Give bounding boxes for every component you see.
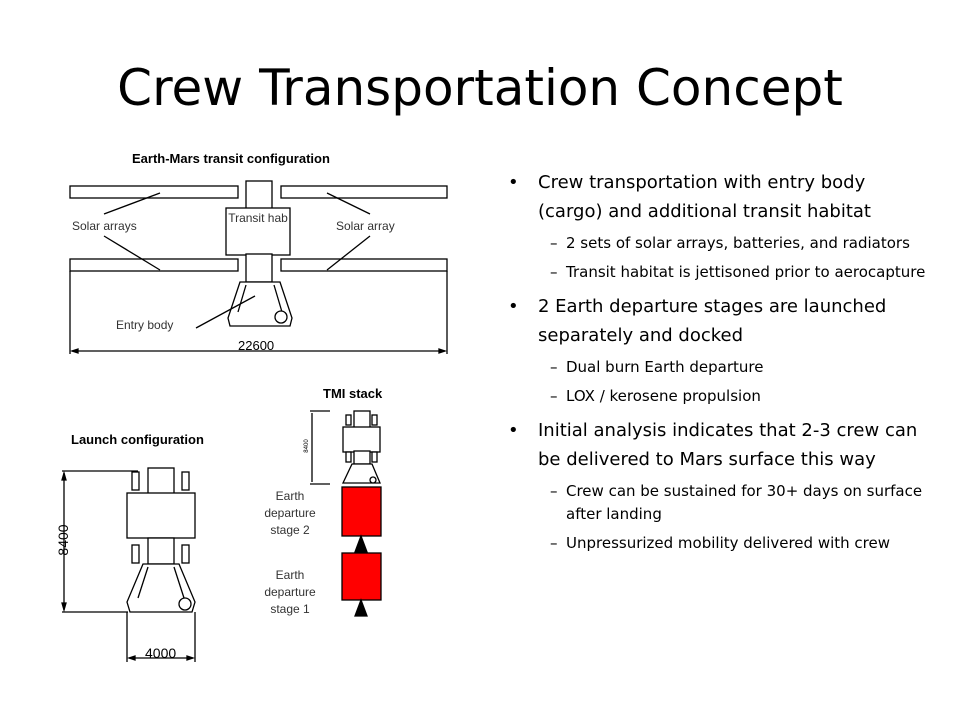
solar-panel-bottom-right [280, 258, 448, 272]
tmi-stack-drawing [310, 410, 382, 617]
departure-stage-2 [341, 486, 382, 537]
launch-config-label: Launch configuration [71, 432, 204, 447]
transit-config-label: Earth-Mars transit configuration [132, 151, 330, 166]
launch-width-dimension: 4000 [145, 645, 177, 661]
hab-lower-section [245, 253, 273, 283]
launch-height-dimension: 8400 [55, 524, 71, 556]
bullet-1-sub-1: 2 sets of solar arrays, batteries, and r… [508, 232, 928, 255]
bullet-1: Crew transportation with entry body (car… [508, 168, 928, 226]
bullet-2: 2 Earth departure stages are launched se… [508, 292, 928, 350]
bullet-1-sub-2: Transit habitat is jettisoned prior to a… [508, 261, 928, 284]
stage-2-label: Earth departure stage 2 [264, 489, 316, 537]
bullet-3: Initial analysis indicates that 2-3 crew… [508, 416, 928, 474]
bullet-list: Crew transportation with entry body (car… [508, 160, 928, 555]
stage-2-adapter [354, 534, 368, 553]
solar-arrays-label: Solar arrays [72, 219, 137, 233]
departure-stage-1 [341, 552, 382, 601]
solar-panel-top-right [280, 185, 448, 199]
slide-title: Crew Transportation Concept [117, 59, 843, 117]
hab-top-cap [245, 180, 273, 210]
tmi-stack-dimension: 8400 [304, 439, 310, 453]
entry-body-hatch [274, 310, 288, 324]
stage-1-label: Earth departure stage 1 [264, 568, 316, 616]
launch-configuration-drawing [61, 467, 196, 662]
launch-entry-body [126, 563, 196, 613]
tmi-stack-label: TMI stack [323, 386, 383, 401]
solar-panel-bottom-left [69, 258, 239, 272]
bullet-2-sub-2: LOX / kerosene propulsion [508, 385, 928, 408]
stage-1-engine [354, 598, 368, 617]
bullet-2-sub-1: Dual burn Earth departure [508, 356, 928, 379]
bullet-3-sub-2: Unpressurized mobility delivered with cr… [508, 532, 928, 555]
solar-array-label: Solar array [336, 219, 395, 233]
transit-hab-body [225, 207, 291, 256]
transit-hab-label: Transit hab [228, 211, 288, 225]
entry-body-label: Entry body [116, 318, 174, 332]
solar-panel-top-left [69, 185, 239, 199]
transit-configuration-drawing [69, 180, 448, 354]
transit-width-dimension: 22600 [238, 338, 275, 353]
launch-hab-body [126, 492, 196, 539]
bullet-3-sub-1: Crew can be sustained for 30+ days on su… [508, 480, 928, 526]
